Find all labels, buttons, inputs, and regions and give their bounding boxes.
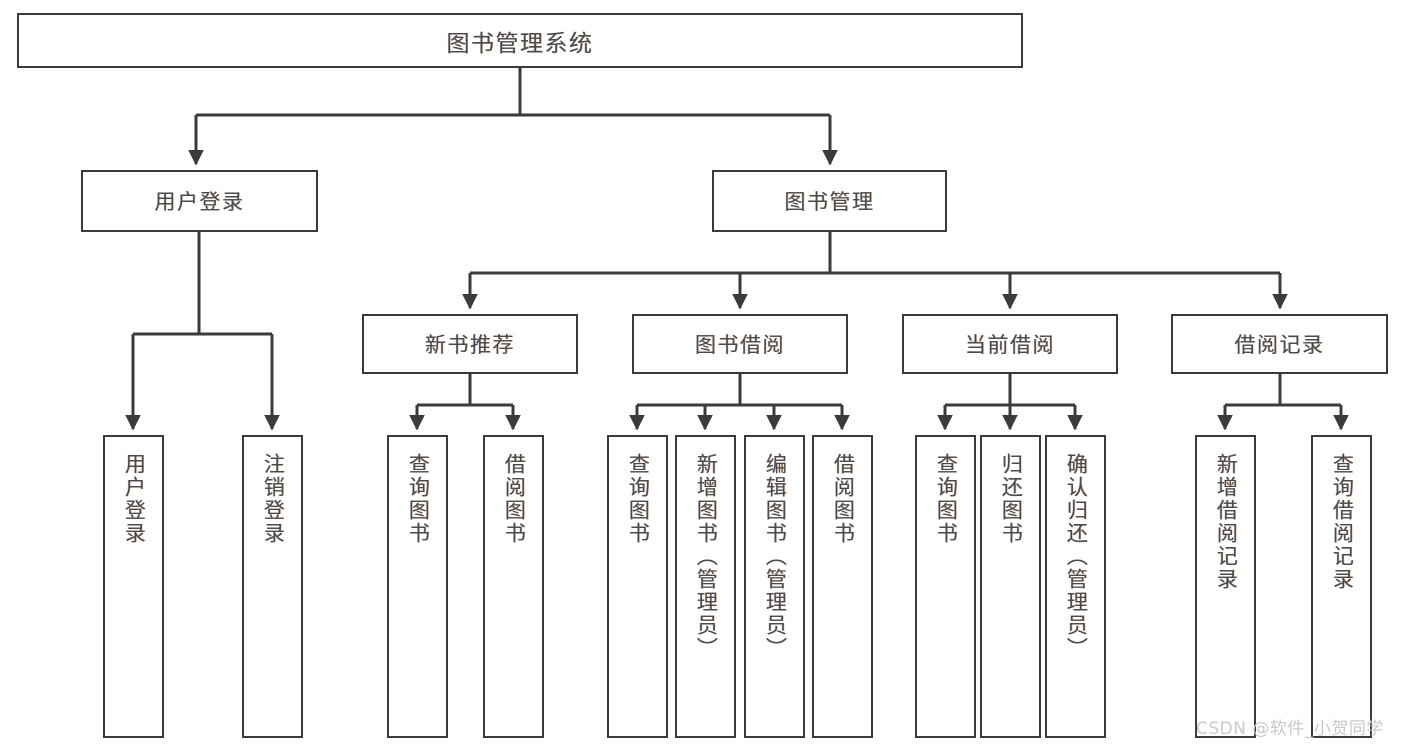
node-book-borrow[interactable]: 图书借阅	[632, 314, 848, 374]
node-label: 用户登录	[154, 190, 245, 214]
leaf-confirm-return-admin[interactable]: 确认归还（管理员）	[1045, 435, 1106, 738]
leaf-query-borrow-record[interactable]: 查询借阅记录	[1311, 435, 1372, 738]
node-book-management[interactable]: 图书管理	[712, 170, 947, 232]
node-label: 图书借阅	[695, 333, 785, 357]
leaf-add-borrow-record[interactable]: 新增借阅记录	[1195, 435, 1256, 738]
node-borrow-record[interactable]: 借阅记录	[1171, 314, 1388, 374]
node-current-borrow[interactable]: 当前借阅	[902, 314, 1118, 374]
leaf-query-book-recommend[interactable]: 查询图书	[387, 435, 448, 738]
node-label: 图书管理	[784, 190, 875, 214]
leaf-query-book-current[interactable]: 查询图书	[915, 435, 976, 738]
node-label: 新增借阅记录	[1214, 453, 1239, 591]
node-label: 确认归还（管理员）	[1064, 453, 1089, 660]
node-root-system[interactable]: 图书管理系统	[17, 13, 1023, 68]
node-label: 查询借阅记录	[1330, 453, 1355, 591]
csdn-watermark: CSDN @软件_小贺同学	[1196, 719, 1384, 739]
leaf-borrow-book[interactable]: 借阅图书	[812, 435, 873, 738]
node-label: 新书推荐	[425, 333, 515, 357]
node-label: 借阅记录	[1234, 333, 1325, 357]
node-label: 图书管理系统	[446, 30, 594, 57]
leaf-logout[interactable]: 注销登录	[242, 435, 303, 738]
node-label: 借阅图书	[831, 453, 856, 545]
leaf-edit-book-admin[interactable]: 编辑图书（管理员）	[744, 435, 805, 738]
node-label: 注销登录	[261, 453, 286, 545]
node-label: 当前借阅	[965, 333, 1055, 357]
leaf-borrow-book-recommend[interactable]: 借阅图书	[483, 435, 544, 738]
node-label: 查询图书	[406, 453, 431, 545]
node-new-book-recommend[interactable]: 新书推荐	[362, 314, 578, 374]
node-label: 查询图书	[934, 453, 959, 545]
leaf-return-book[interactable]: 归还图书	[980, 435, 1041, 738]
node-label: 编辑图书（管理员）	[763, 453, 788, 660]
node-label: 查询图书	[626, 453, 651, 545]
node-label: 新增图书（管理员）	[694, 453, 719, 660]
leaf-user-login[interactable]: 用户登录	[103, 435, 164, 738]
node-user-login[interactable]: 用户登录	[81, 170, 318, 232]
node-label: 归还图书	[999, 453, 1024, 545]
node-label: 用户登录	[122, 453, 147, 545]
leaf-query-book-borrow[interactable]: 查询图书	[607, 435, 668, 738]
node-label: 借阅图书	[502, 453, 527, 545]
leaf-add-book-admin[interactable]: 新增图书（管理员）	[675, 435, 736, 738]
